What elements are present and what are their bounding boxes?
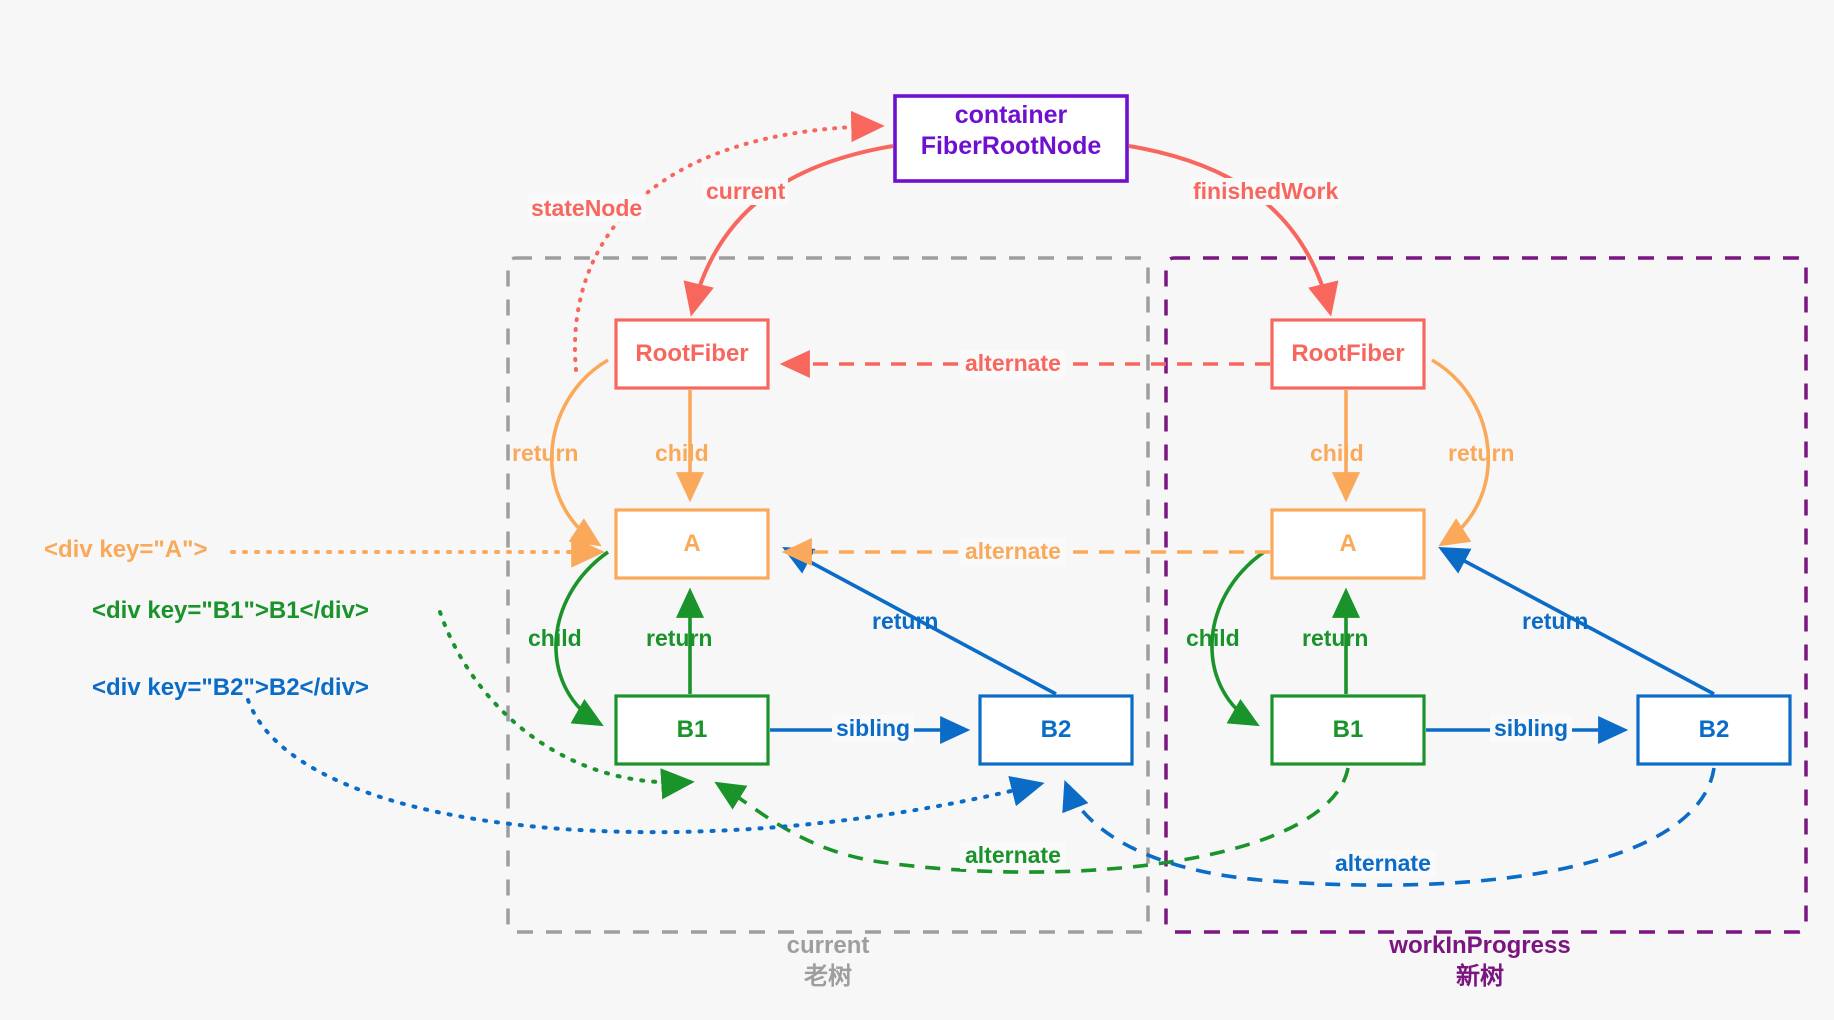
wip-a-label: A [1339,530,1357,557]
wip-b2-label: B2 [1698,716,1730,743]
jsx-b1-connector [438,610,695,800]
current-b2-label: B2 [1040,716,1072,743]
current-return-b2-to-a-label: return [872,608,939,634]
wip-return-a-to-root-edge [1431,358,1491,547]
fiber-root-node-line2: FiberRootNode [920,132,1102,161]
current-return-a-to-root-edge [549,358,609,547]
alternate-root-fiber-label: alternate [960,350,1066,377]
alternate-b2-label: alternate [1330,850,1436,877]
wip-return-b2-to-a-edge [1438,546,1715,696]
fiber-root-node-line1: container [954,101,1068,129]
workinprogress-tree-caption-en: workInProgress [1389,932,1571,959]
workinprogress-tree-caption: workInProgress 新树 [1310,930,1650,992]
current-tree-caption-zh: 老树 [804,963,852,991]
wip-b1-box[interactable] [1270,694,1426,766]
current-b1-label: B1 [676,716,708,743]
jsx-label-b2: <div key="B2">B2</div> [92,674,369,701]
wip-return-b2-to-a-label: return [1522,608,1589,634]
current-return-a-to-root-label: return [512,440,579,466]
current-child-a-to-b1-label: child [528,625,582,651]
current-a-label: A [683,530,701,557]
current-b1-box[interactable] [614,694,770,766]
state-node-label: stateNode [528,195,646,222]
current-return-b2-to-a-edge [782,546,1057,696]
jsx-label-a: <div key="A"> [44,536,208,563]
current-root-fiber-box[interactable] [614,318,770,390]
workinprogress-tree-caption-zh: 新树 [1456,963,1504,991]
wip-b2-box[interactable] [1636,694,1792,766]
fiber-root-node-box[interactable] [893,94,1129,183]
current-sibling-b1-to-b2-label: sibling [832,715,915,742]
jsx-b2-connector [246,698,1045,835]
current-edge [683,144,894,317]
wip-a-box[interactable] [1270,508,1426,580]
alternate-b2-edge [1062,767,1716,887]
alternate-a-label: alternate [960,538,1066,565]
wip-root-fiber-label: RootFiber [1291,340,1405,367]
current-a-box[interactable] [614,508,770,580]
current-child-root-to-a-label: child [655,440,709,466]
alternate-b1-edge [714,767,1350,874]
workinprogress-tree-boundary [1164,256,1808,934]
current-tree-caption: current 老树 [668,930,988,992]
finished-work-edge [1128,144,1339,317]
wip-child-a-to-b1-edge [1210,550,1266,727]
current-child-a-to-b1-edge [554,550,610,727]
current-tree-boundary [506,256,1150,934]
jsx-label-b1: <div key="B1">B1</div> [92,597,369,624]
wip-root-fiber-box[interactable] [1270,318,1426,390]
fiber-root-node-label: container FiberRootNode [895,100,1127,163]
wip-b1-label: B1 [1332,716,1364,743]
current-b2-box[interactable] [978,694,1134,766]
wip-child-a-to-b1-label: child [1186,625,1240,651]
finished-work-edge-label: finishedWork [1190,178,1342,205]
wip-return-b1-to-a-label: return [1302,625,1369,651]
wip-child-root-to-a-label: child [1310,440,1364,466]
current-root-fiber-label: RootFiber [635,340,749,367]
alternate-b1-label: alternate [960,842,1066,869]
wip-return-a-to-root-label: return [1448,440,1515,466]
current-tree-caption-en: current [786,932,870,959]
current-return-b1-to-a-label: return [646,625,713,651]
wip-sibling-b1-to-b2-label: sibling [1490,715,1573,742]
current-edge-label: current [703,178,789,205]
